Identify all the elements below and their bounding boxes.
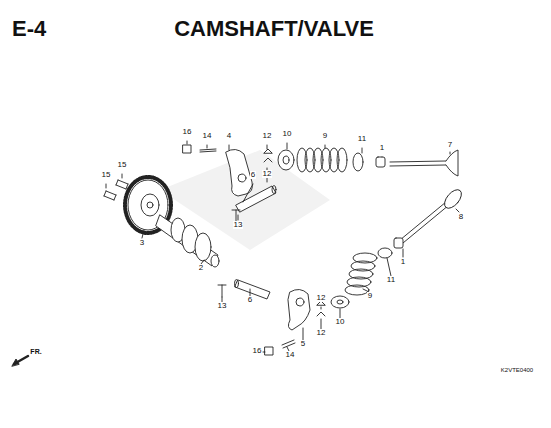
- callout-number: 5: [300, 340, 306, 348]
- callout-number: 11: [357, 135, 367, 143]
- callout-number: 6: [247, 296, 253, 304]
- callout-number: 4: [226, 132, 232, 140]
- callout-number: 12: [316, 329, 327, 337]
- callout-number: 13: [217, 302, 228, 310]
- callout-number: 14: [202, 132, 213, 140]
- callout-number: 16: [182, 128, 193, 136]
- direction-mark: FR.: [30, 348, 41, 355]
- callout-number: 14: [285, 351, 296, 359]
- callout-number: 12: [316, 294, 327, 302]
- callout-number: 15: [101, 171, 112, 179]
- callout-number: 6: [250, 171, 256, 179]
- callout-number: 10: [282, 130, 293, 138]
- callout-number: 1: [379, 144, 385, 152]
- figure-code: K2VTE0400: [501, 367, 533, 373]
- callout-number: 13: [233, 221, 244, 229]
- callout-number: 9: [322, 132, 328, 140]
- callout-number: 8: [458, 213, 464, 221]
- page-title: CAMSHAFT/VALVE: [174, 18, 374, 40]
- callout-number: 11: [386, 276, 396, 284]
- callout-number: 10: [335, 318, 346, 326]
- callout-number: 2: [198, 264, 204, 272]
- callout-number: 1: [400, 258, 406, 266]
- callout-number: 9: [367, 292, 373, 300]
- callout-number: 7: [447, 141, 453, 149]
- callout-number: 12: [262, 170, 273, 178]
- section-code: E-4: [12, 18, 46, 40]
- callout-number: 15: [117, 161, 128, 169]
- callout-number: 3: [139, 239, 145, 247]
- callout-number: 12: [262, 132, 273, 140]
- callout-number: 16: [252, 347, 263, 355]
